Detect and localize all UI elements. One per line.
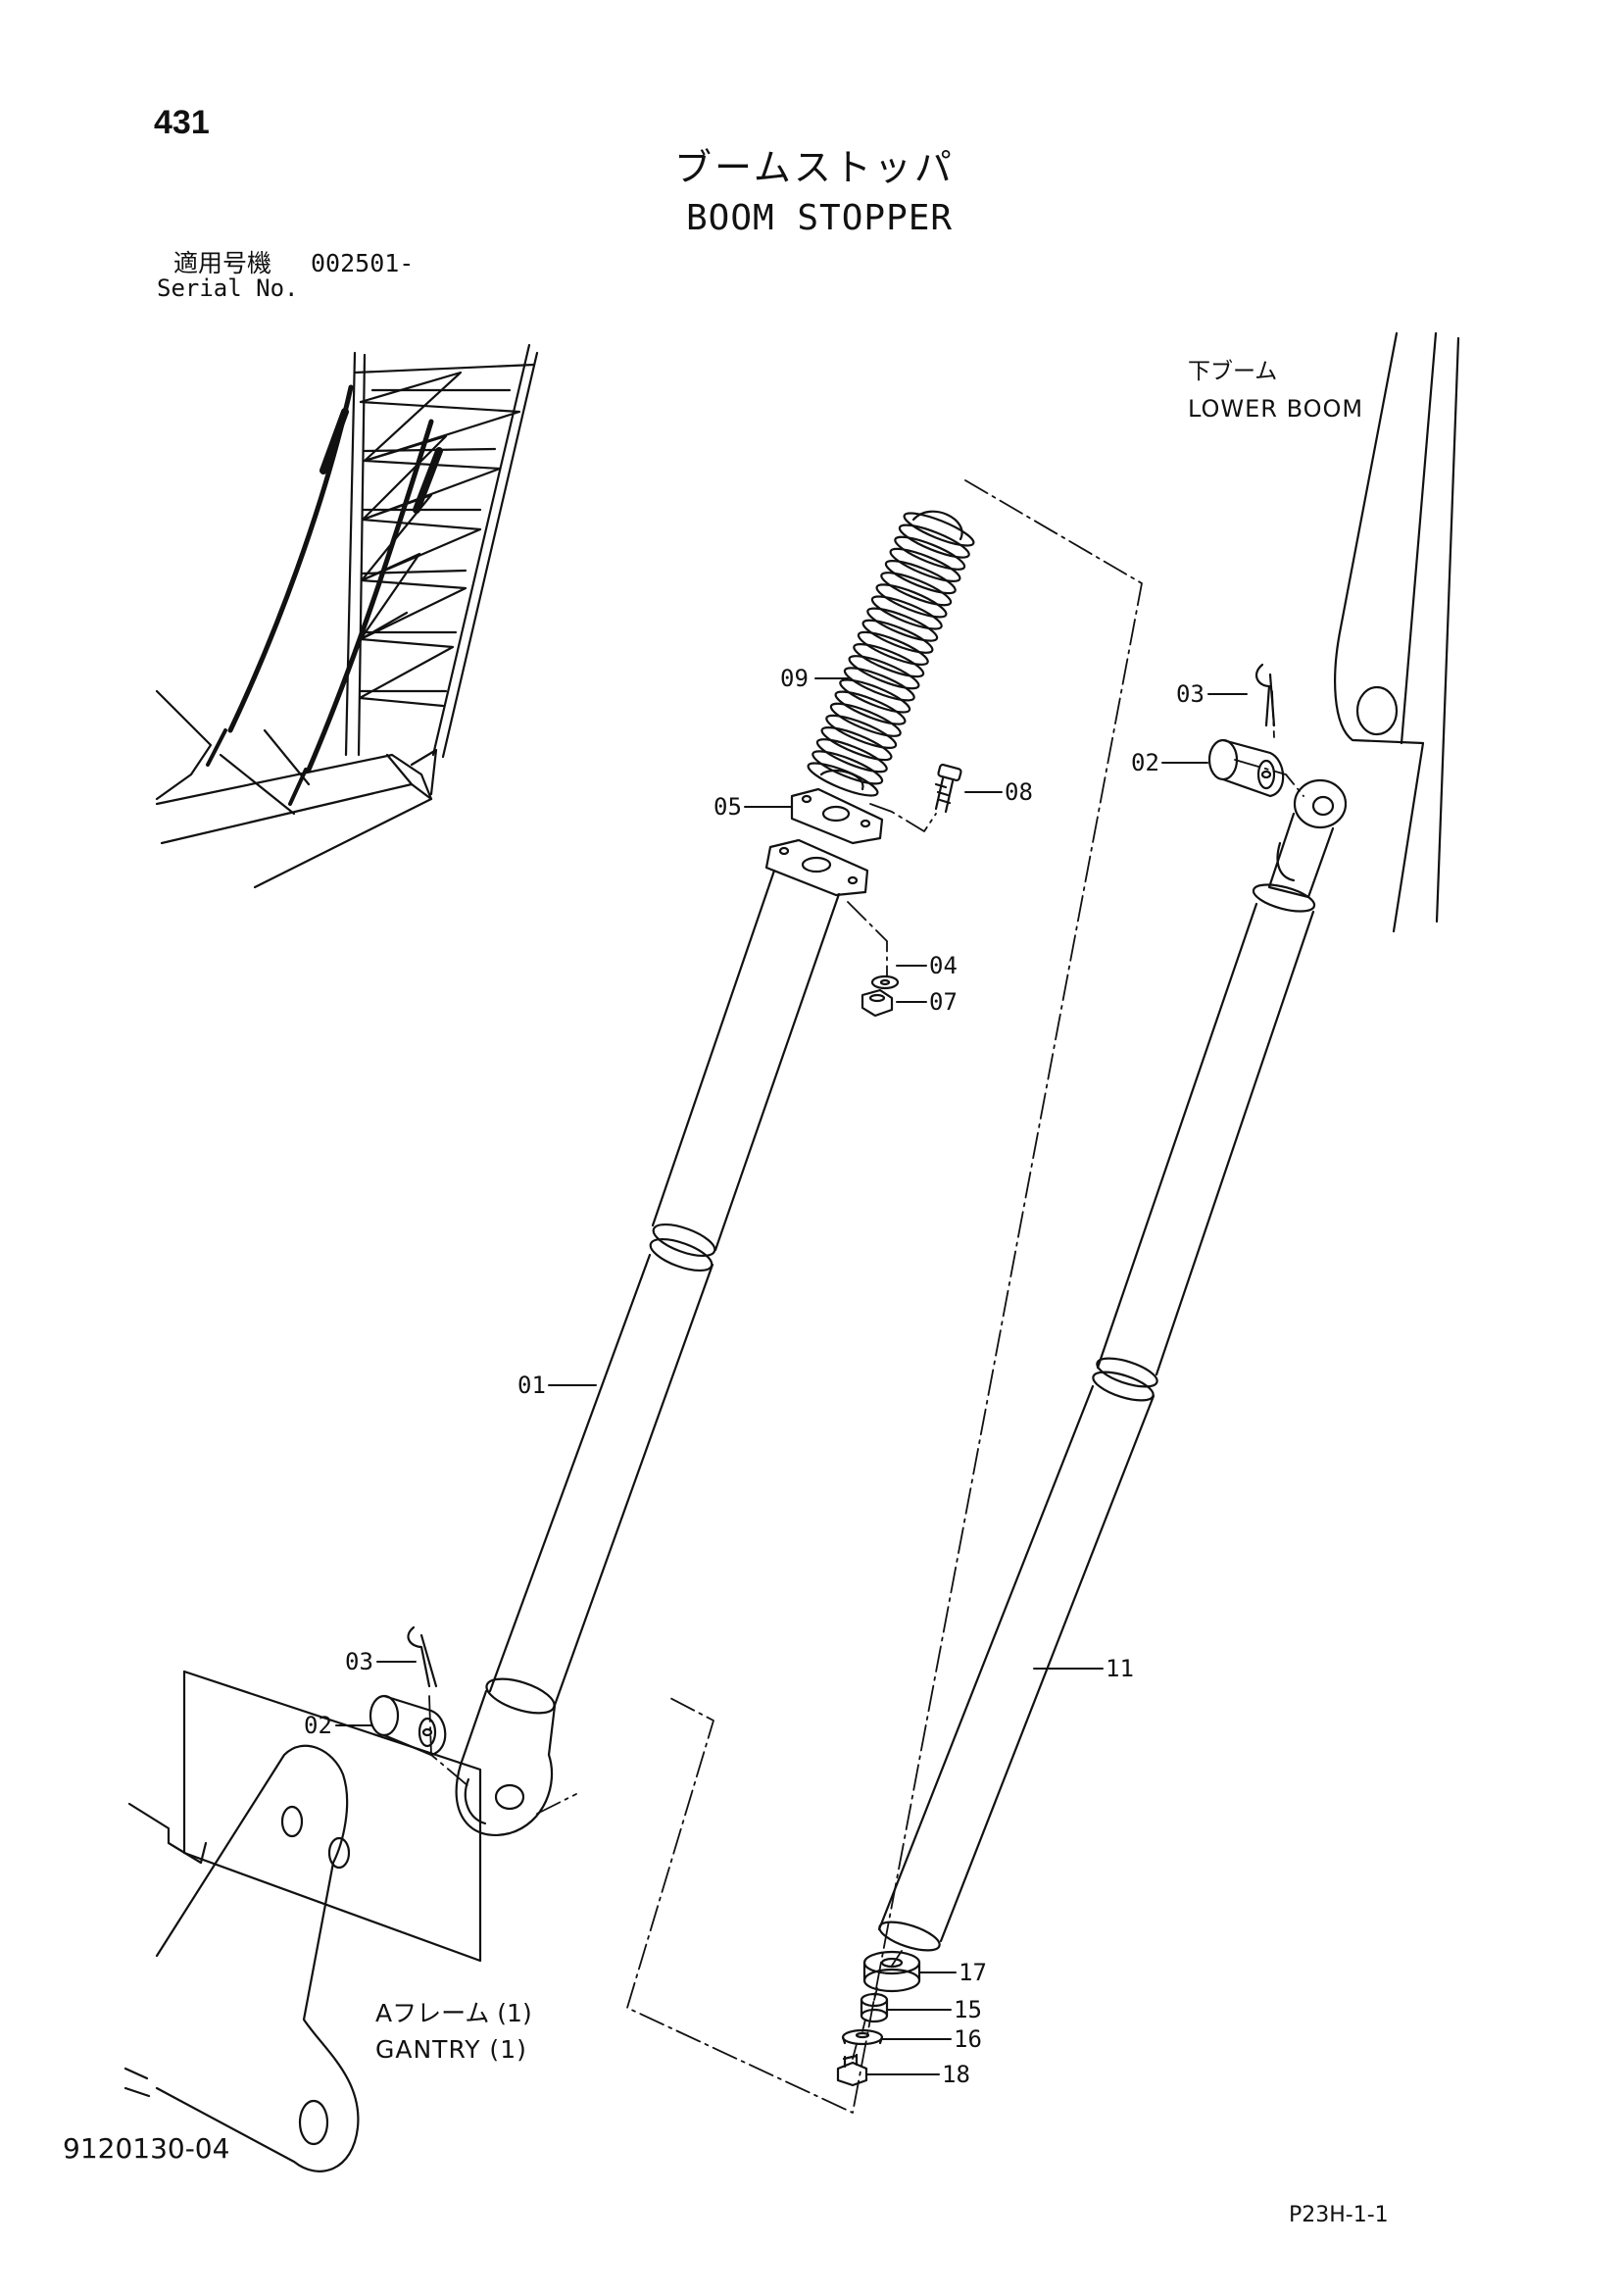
spring-coil — [866, 607, 939, 642]
spring-coil — [894, 535, 966, 571]
callout-15: 15 — [954, 1996, 982, 2023]
nut-part-07 — [861, 988, 894, 1018]
lower-boom-label-en: LOWER BOOM — [1188, 395, 1364, 423]
spring-coil — [820, 725, 893, 762]
spring-coil — [880, 572, 953, 607]
bolt-part-08 — [934, 763, 962, 814]
drawing-number: 9120130-04 — [63, 2132, 230, 2165]
stopper-tube-part-01 — [455, 838, 869, 1836]
callout-18: 18 — [942, 2061, 970, 2088]
serial-label-en: Serial No. — [157, 275, 299, 302]
washer-part-16 — [841, 2028, 884, 2046]
callout-01: 01 — [517, 1372, 546, 1399]
spring-coil — [853, 642, 925, 678]
plate-part-05 — [790, 787, 884, 845]
callout-03-lower: 03 — [345, 1648, 373, 1675]
callout-05: 05 — [713, 793, 742, 821]
callout-09: 09 — [780, 665, 809, 692]
pin-part-02-upper — [1207, 738, 1285, 798]
page-code: P23H-1-1 — [1289, 2203, 1389, 2227]
callout-03-upper: 03 — [1176, 680, 1205, 708]
spring-coil — [839, 678, 911, 714]
callout-07: 07 — [929, 988, 958, 1016]
spring-coil — [889, 547, 961, 583]
callout-17: 17 — [959, 1959, 987, 1986]
spring-coil — [884, 559, 957, 595]
callout-08: 08 — [1005, 778, 1033, 806]
lower-boom-illustration — [1334, 331, 1460, 933]
callout-04: 04 — [929, 952, 958, 979]
page-number: 431 — [154, 104, 210, 141]
gantry-label-en: GANTRY (1) — [375, 2035, 527, 2064]
assembly-centerlines — [428, 479, 1304, 2114]
leader-lines — [335, 677, 1248, 2075]
callout-11: 11 — [1106, 1655, 1134, 1682]
spring-part-09 — [807, 510, 975, 797]
lower-boom-label-jp: 下ブーム — [1188, 359, 1278, 384]
spring-coil — [829, 702, 902, 737]
spring-coil — [825, 714, 898, 750]
spring-coil — [843, 667, 915, 702]
callout-02-upper: 02 — [1131, 749, 1159, 776]
washer-part-04 — [870, 974, 900, 990]
spring-coil — [815, 738, 888, 774]
spring-coil — [898, 524, 970, 559]
crane-thumbnail-illustration — [155, 343, 539, 889]
spring-coil — [812, 750, 884, 785]
spring-coil — [857, 630, 929, 667]
callout-16: 16 — [954, 2025, 982, 2053]
callout-02-lower: 02 — [304, 1712, 332, 1739]
spring-coil — [861, 619, 934, 654]
spring-coil — [807, 762, 879, 797]
serial-label-jp: 適用号機 — [173, 249, 272, 277]
spring-coil — [875, 583, 948, 619]
bolt-part-18 — [836, 2053, 868, 2087]
gantry-illustration — [123, 1670, 482, 2172]
gantry-label-jp: Aフレーム (1) — [375, 1999, 532, 2027]
spring-coil — [903, 512, 975, 547]
cotter-pin-part-03-lower — [407, 1625, 438, 1688]
spring-coil — [834, 690, 907, 725]
spring-coil — [870, 595, 943, 630]
page-title-jp: ブームストッパ — [674, 146, 955, 189]
spring-coil — [848, 655, 920, 690]
page-title-en: BOOM STOPPER — [686, 198, 954, 238]
serial-value: 002501- — [311, 249, 415, 277]
cushion-part-17 — [862, 1950, 921, 1993]
